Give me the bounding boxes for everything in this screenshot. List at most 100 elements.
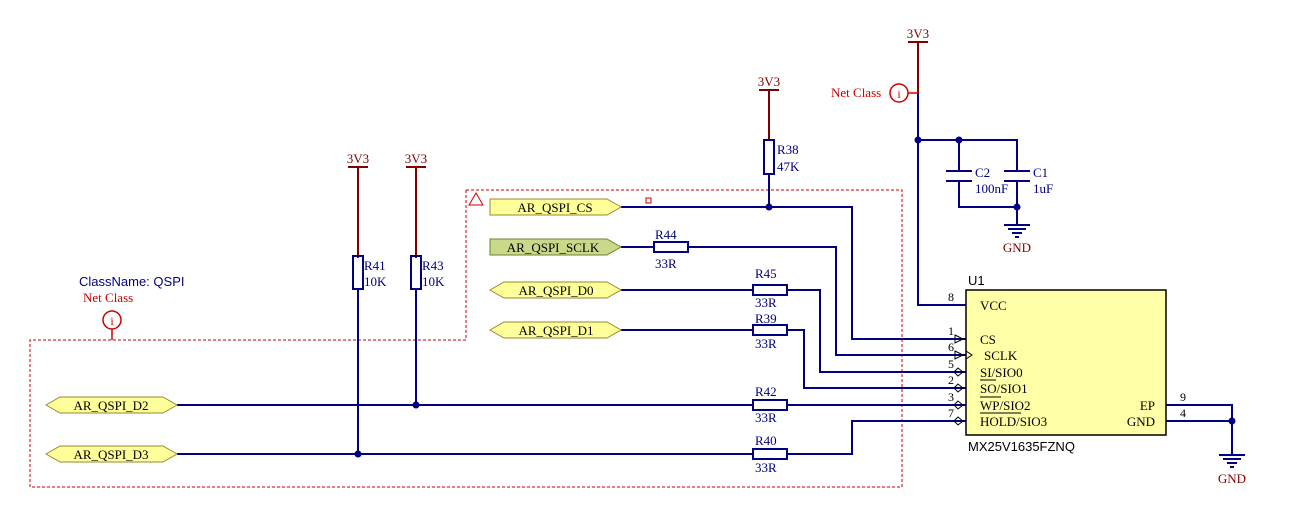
r39-value: 33R [755,336,777,351]
gnd-symbol-caps [1004,224,1030,238]
port-ar-qspi-d1[interactable] [488,321,623,339]
c2-value: 100nF [975,181,1008,196]
pin-name-cs: CS [980,332,996,347]
r45-value: 33R [755,295,777,310]
port-label-d0: AR_QSPI_D0 [518,283,593,298]
port-label-sclk: AR_QSPI_SCLK [507,240,600,255]
junction-d2 [412,401,420,409]
port-ar-qspi-cs[interactable] [489,198,623,216]
port-label-d1: AR_QSPI_D1 [518,323,593,338]
r42-value: 33R [755,410,777,425]
r40-designator: R40 [755,433,777,448]
pin-name-sio1: SO/SIO1 [980,381,1028,396]
pin-marker-sio2-icon [953,400,964,410]
junction-cs [765,203,773,211]
blanket-netclass-info-glyph: i [110,314,114,328]
resistor-r41[interactable] [352,255,364,290]
pin-name-sio2: WP/SIO2 [980,398,1031,413]
resistor-r43[interactable] [410,255,422,290]
pin-marker-sclk-icon [954,350,965,360]
port-ar-qspi-sclk[interactable] [489,238,623,256]
pin-num-7: 7 [948,406,954,420]
c2-designator: C2 [975,165,990,180]
power-label-r43: 3V3 [405,151,427,166]
resistor-r42[interactable] [752,399,788,411]
junction-vcc-c2 [955,136,963,144]
wire-sclk-b [688,246,966,356]
pin-num-1: 1 [948,324,954,338]
ic-part-number: MX25V1635FZNQ [968,439,1075,454]
port-ar-qspi-d2[interactable] [44,396,179,414]
pin-marker-sio1-icon [953,383,964,393]
blanket-warning-icon [468,192,484,206]
pin-marker-sio0-icon [953,367,964,377]
wire-vcc-u1 [917,94,966,306]
r42-designator: R42 [755,384,777,399]
pin-type-markers [953,334,965,426]
junction-gnd-ep [1228,417,1236,425]
r39-designator: R39 [755,311,777,326]
pin-num-2: 2 [948,373,954,387]
pin-num-5: 5 [948,357,954,371]
pin-name-ep: EP [1140,398,1155,413]
power-label-u1: 3V3 [907,26,929,41]
power-netclass-label: Net Class [831,85,881,100]
port-label-d2: AR_QSPI_D2 [73,398,148,413]
capacitor-c2[interactable] [946,170,972,182]
pin-num-4: 4 [1180,406,1186,420]
erc-marker-icon [645,197,652,204]
gnd-label-ic: GND [1218,471,1246,486]
wire-ep [1166,404,1233,455]
pin-num-3: 3 [948,390,954,404]
power-label-r41: 3V3 [347,151,369,166]
r44-designator: R44 [655,227,677,242]
junction-vcc [914,136,922,144]
blanket-netclass-label: Net Class [83,290,133,305]
r41-value: 10K [364,274,387,289]
resistor-r40[interactable] [752,448,788,460]
r40-value: 33R [755,460,777,475]
r43-designator: R43 [422,258,444,273]
power-label-r38: 3V3 [758,74,780,89]
netclass-blanket [29,189,903,488]
r44-value: 33R [655,256,677,271]
wire-d1-b [787,329,966,389]
resistor-r44[interactable] [653,241,689,253]
gnd-label-caps: GND [1003,240,1031,255]
junction-gnd-caps [1013,203,1021,211]
clock-symbol-icon [965,350,973,360]
wire-gnd-caps [958,182,1018,208]
resistor-r38[interactable] [763,139,775,175]
ic-designator: U1 [968,273,985,288]
capacitor-c1[interactable] [1004,170,1030,182]
resistor-r39[interactable] [752,324,788,336]
pin-num-9: 9 [1180,390,1186,404]
pin-name-gnd: GND [1127,414,1155,429]
r38-designator: R38 [777,142,799,157]
wire-cs [621,206,966,340]
port-label-d3: AR_QSPI_D3 [73,447,148,462]
pin-num-6: 6 [948,340,954,354]
port-label-cs: AR_QSPI_CS [517,200,592,215]
wire-d0-b [787,289,966,373]
ic-u1-body[interactable] [965,289,1167,436]
resistor-r45[interactable] [752,284,788,296]
power-netclass-info-glyph: i [897,87,901,101]
port-ar-qspi-d3[interactable] [44,445,179,463]
r43-value: 10K [422,274,445,289]
pin-marker-sio3-icon [953,416,964,426]
gnd-symbol-ic [1219,454,1245,468]
r38-value: 47K [777,159,800,174]
c1-designator: C1 [1033,165,1048,180]
classname-text: ClassName: QSPI [79,274,184,289]
port-ar-qspi-d0[interactable] [488,281,623,299]
junction-d3 [354,450,362,458]
pin-name-sclk: SCLK [984,348,1018,363]
r41-designator: R41 [364,258,386,273]
pin-marker-cs-icon [954,334,965,344]
pin-name-sio3: HOLD/SIO3 [980,414,1047,429]
c1-value: 1uF [1033,181,1053,196]
r45-designator: R45 [755,266,777,281]
pin-num-8: 8 [948,290,954,304]
